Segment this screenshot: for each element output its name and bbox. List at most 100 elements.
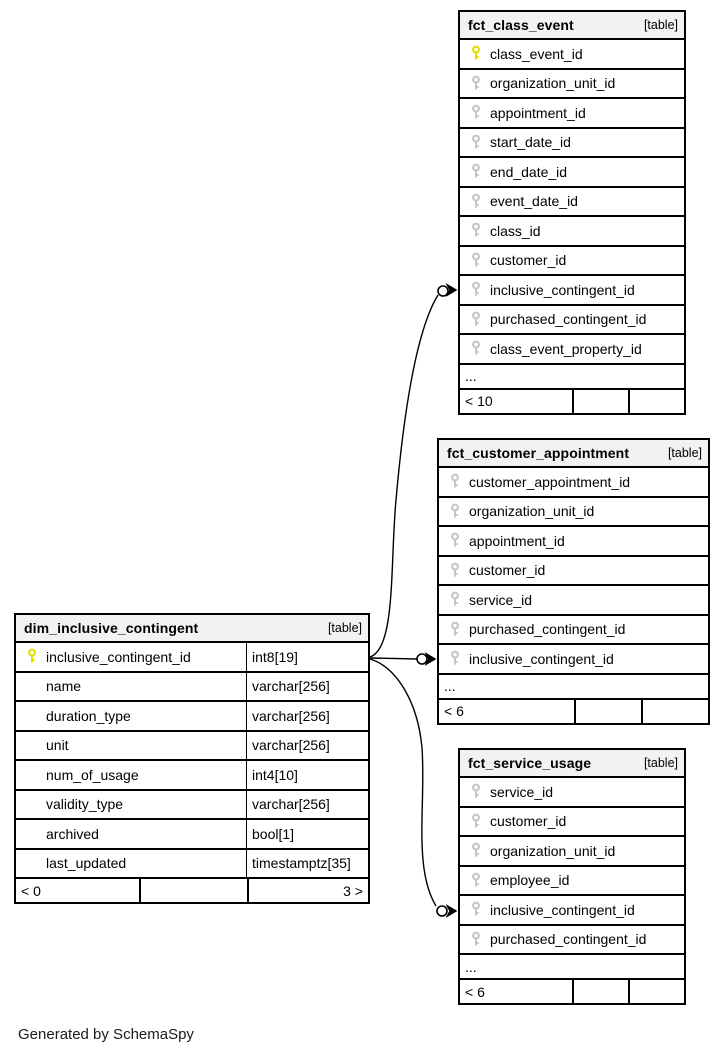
table-name: fct_customer_appointment: [447, 445, 630, 461]
foreign-key-icon: [460, 340, 490, 357]
table-node-dim_inclusive_contingent[interactable]: dim_inclusive_contingent[table] inclusive…: [14, 613, 370, 904]
column-type: timestamptz[35]: [246, 849, 368, 877]
relationship-edge-to-fct-class-event: [369, 282, 458, 658]
column-row: organization_unit_id: [460, 69, 684, 99]
column-row: unit varchar[256]: [16, 731, 368, 761]
column-name: duration_type: [46, 707, 131, 724]
column-type: varchar[256]: [246, 702, 368, 730]
table-header: fct_class_event [table]: [460, 12, 684, 40]
column-name: num_of_usage: [46, 766, 139, 783]
relationship-edge-to-fct-customer-appointment: [369, 651, 437, 667]
footer-cell: [572, 389, 628, 413]
table-header: fct_customer_appointment [table]: [439, 440, 708, 468]
table-node-fct_customer_appointment[interactable]: fct_customer_appointment [table] customer_…: [437, 438, 710, 725]
column-row: purchased_contingent_id: [439, 615, 708, 645]
column-row: inclusive_contingent_id: [460, 276, 684, 306]
table-footer: < 10: [460, 389, 684, 413]
column-row: num_of_usage int4[10]: [16, 761, 368, 791]
foreign-key-icon: [460, 901, 490, 918]
primary-key-icon: [16, 648, 46, 665]
column-name: organization_unit_id: [469, 503, 595, 520]
table-name: fct_class_event: [468, 17, 574, 33]
column-row: last_updated timestamptz[35]: [16, 849, 368, 879]
foreign-key-icon: [460, 931, 490, 948]
table-header: fct_service_usage[table]: [460, 750, 684, 778]
footer-cell: [628, 389, 684, 413]
foreign-key-icon: [439, 621, 469, 638]
column-row: appointment_id: [460, 99, 684, 129]
column-row: end_date_id: [460, 158, 684, 188]
foreign-key-icon: [460, 281, 490, 298]
foreign-key-icon: [460, 842, 490, 859]
column-type: varchar[256]: [246, 731, 368, 759]
column-name: inclusive_contingent_id: [46, 648, 191, 665]
foreign-key-icon: [460, 193, 490, 210]
column-type: int8[19]: [246, 643, 368, 671]
column-name: appointment_id: [469, 532, 565, 549]
column-name: end_date_id: [490, 163, 568, 180]
column-name: inclusive_contingent_id: [490, 281, 635, 298]
column-name: last_updated: [46, 855, 127, 872]
table-footer: < 6: [460, 980, 684, 1003]
column-row: event_date_id: [460, 187, 684, 217]
column-type: int4[10]: [246, 761, 368, 789]
column-name: purchased_contingent_id: [490, 311, 647, 328]
footer-cell: [573, 699, 641, 723]
column-name: validity_type: [46, 796, 124, 813]
more-columns-ellipsis: ...: [439, 675, 708, 700]
generated-by-note: Generated by SchemaSpy: [18, 1026, 194, 1043]
footer-cell: < 6: [465, 983, 485, 1000]
column-row: customer_id: [460, 246, 684, 276]
foreign-key-icon: [439, 473, 469, 490]
foreign-key-icon: [439, 650, 469, 667]
column-name: organization_unit_id: [490, 75, 616, 92]
more-columns-ellipsis: ...: [460, 365, 684, 390]
column-name: customer_appointment_id: [469, 473, 631, 490]
table-type-tag: [table]: [643, 18, 678, 32]
primary-key-icon: [460, 45, 490, 62]
column-row: inclusive_contingent_id: [439, 645, 708, 675]
column-row: customer_id: [439, 556, 708, 586]
foreign-key-icon: [460, 104, 490, 121]
table-type-tag: [table]: [327, 621, 362, 635]
column-row: service_id: [439, 586, 708, 616]
column-name: unit: [46, 737, 69, 754]
foreign-key-icon: [460, 813, 490, 830]
table-type-tag: [table]: [667, 446, 702, 460]
column-name: employee_id: [490, 872, 570, 889]
foreign-key-icon: [460, 783, 490, 800]
column-row: organization_unit_id: [460, 837, 684, 867]
table-type-tag: [table]: [643, 756, 678, 770]
column-row: appointment_id: [439, 527, 708, 557]
table-header: dim_inclusive_contingent[table]: [16, 615, 368, 643]
column-row: purchased_contingent_id: [460, 305, 684, 335]
foreign-key-icon: [460, 163, 490, 180]
footer-cell: [628, 980, 684, 1003]
column-name: customer_id: [490, 813, 567, 830]
footer-cell: < 10: [465, 393, 493, 409]
table-footer: < 6: [439, 699, 708, 723]
column-name: class_event_property_id: [490, 340, 642, 357]
column-name: class_event_id: [490, 45, 583, 62]
column-row: customer_appointment_id: [439, 468, 708, 498]
column-name: start_date_id: [490, 134, 571, 151]
column-name: purchased_contingent_id: [490, 931, 647, 948]
column-row: organization_unit_id: [439, 497, 708, 527]
column-row: class_event_property_id: [460, 335, 684, 365]
column-name: name: [46, 678, 82, 695]
foreign-key-icon: [439, 532, 469, 549]
footer-cell: [640, 699, 708, 723]
footer-cell: < 0: [21, 882, 41, 899]
relationship-edge-to-fct-service-usage: [369, 658, 458, 919]
column-type: bool[1]: [246, 820, 368, 848]
column-name: purchased_contingent_id: [469, 621, 626, 638]
column-row: class_id: [460, 217, 684, 247]
foreign-key-icon: [460, 75, 490, 92]
foreign-key-icon: [460, 252, 490, 269]
column-row: start_date_id: [460, 128, 684, 158]
